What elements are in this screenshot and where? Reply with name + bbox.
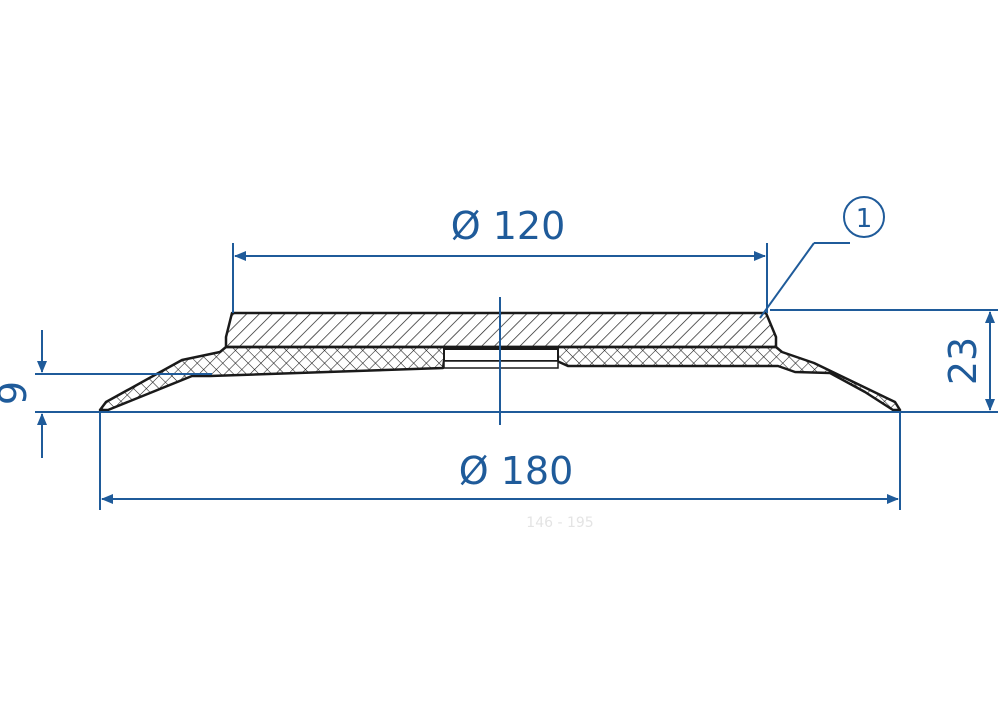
lip-body xyxy=(98,345,902,412)
base-height-dimension: 9 xyxy=(0,330,212,458)
suction-pad-section xyxy=(98,297,902,425)
total-height-label: 23 xyxy=(941,337,985,385)
balloon-circle xyxy=(843,196,885,238)
bottom-diameter-label: Ø 180 xyxy=(459,449,574,493)
balloon-leader-line xyxy=(759,242,815,319)
base-height-label: 9 xyxy=(0,381,35,405)
balloon-label: 1 xyxy=(856,204,873,234)
bottom-diameter-dimension: Ø 180 xyxy=(99,412,901,510)
position-balloon: 1 xyxy=(759,196,885,319)
top-diameter-dimension: Ø 120 xyxy=(232,204,768,313)
total-height-dimension: 23 xyxy=(100,309,998,413)
faint-label: 146 - 195 xyxy=(526,515,593,531)
top-diameter-label: Ø 120 xyxy=(451,204,566,248)
